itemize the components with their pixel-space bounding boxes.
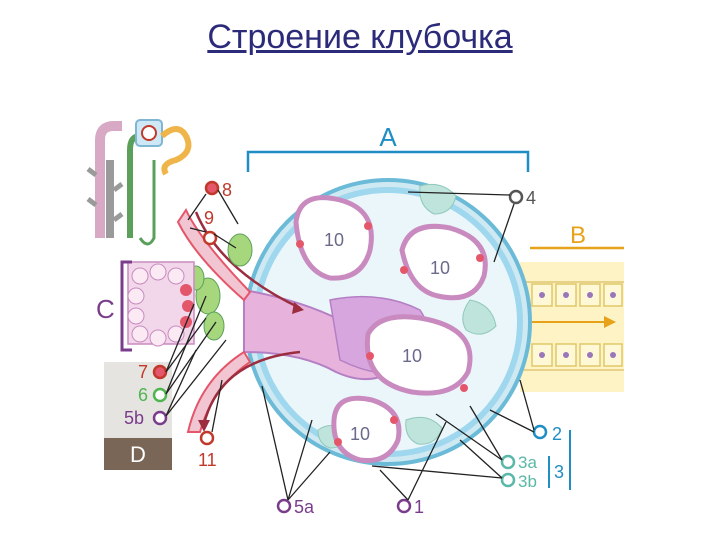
marker-7-dot [152, 364, 168, 380]
marker-3b-dot [500, 472, 516, 488]
marker-6-dot [152, 387, 168, 403]
marker-1-label: 1 [414, 497, 424, 517]
region-d-label: D [130, 442, 146, 467]
region-c-label: C [96, 294, 115, 324]
marker-2-dot [532, 424, 548, 440]
region-a-label: A [379, 122, 397, 152]
proximal-tubule [520, 262, 624, 392]
marker-11-label: 11 [198, 450, 217, 470]
bracket-c [120, 260, 132, 352]
d-panel-dark [104, 438, 172, 470]
marker-1-dot [396, 498, 412, 514]
capillary-loop-label-4: 10 [350, 424, 370, 444]
marker-11-dot [199, 430, 215, 446]
macula-densa [127, 261, 195, 347]
bracket-a [246, 150, 530, 172]
marker-4-label: 4 [526, 188, 536, 208]
marker-7-label: 7 [138, 362, 148, 382]
marker-5b-label: 5b [124, 408, 144, 428]
marker-5a-dot [276, 498, 292, 514]
capillary-loop-label-3: 10 [402, 346, 422, 366]
marker-3a-dot [500, 454, 516, 470]
leader-lines [165, 189, 535, 501]
page-title: Строение клубочка [207, 18, 513, 56]
nephron-inset-icon [86, 119, 192, 246]
capillary-loop-label-1: 10 [324, 230, 344, 250]
marker-8-label: 8 [222, 180, 232, 200]
marker-3a-label: 3a [518, 453, 537, 472]
marker-5a-label: 5a [294, 497, 315, 517]
marker-9-label: 9 [204, 208, 214, 228]
marker-8-dot [204, 180, 220, 196]
afferent-flow-arrow [194, 211, 301, 310]
marker-4-dot [508, 189, 524, 205]
efferent-flow-arrow [202, 350, 301, 425]
marker-2-label: 2 [552, 424, 562, 444]
marker-3b-label: 3b [518, 472, 537, 491]
capillary-endothelium [296, 222, 484, 446]
capillary-loops [293, 195, 488, 464]
marker-5b-dot [152, 410, 168, 426]
capillary-loop-label-2: 10 [430, 258, 450, 278]
marker-3-label: 3 [554, 462, 564, 482]
marker-6-label: 6 [138, 385, 148, 405]
marker-9-dot [202, 230, 218, 246]
marker-circles [152, 180, 548, 514]
arterioles [176, 207, 304, 433]
region-b-label: B [570, 222, 586, 249]
